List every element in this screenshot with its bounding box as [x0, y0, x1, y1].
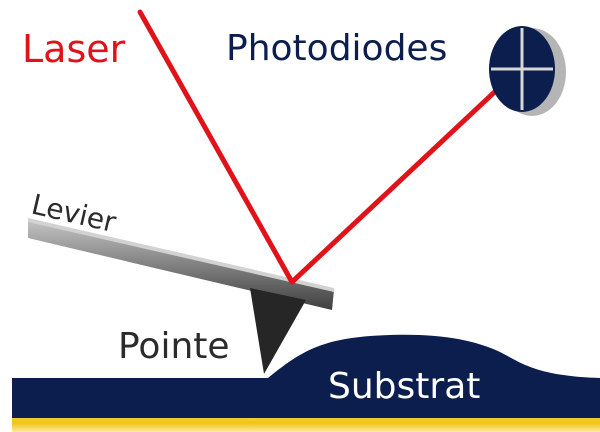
- photodiodes-label: Photodiodes: [226, 28, 447, 69]
- substrate-label: Substrat: [328, 366, 480, 407]
- tip: [250, 288, 306, 374]
- lever-top-edge: [28, 218, 334, 292]
- gold-layer: [12, 414, 600, 432]
- laser-beam-reflected: [289, 67, 521, 285]
- lever: [28, 220, 334, 310]
- substrate: [12, 334, 600, 418]
- laser-beam-incident: [137, 9, 295, 285]
- laser-label: Laser: [22, 27, 126, 71]
- tip-label: Pointe: [118, 326, 230, 367]
